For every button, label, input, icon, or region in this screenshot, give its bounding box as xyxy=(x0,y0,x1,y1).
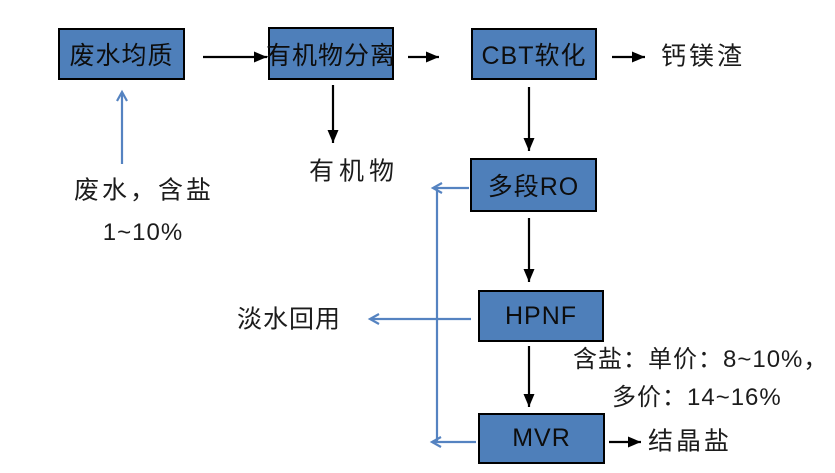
node-label: CBT软化 xyxy=(481,42,587,70)
node-label: 有机物分离 xyxy=(266,41,397,70)
node-multistage-ro: 多段RO xyxy=(470,158,597,212)
label-fresh-water-reuse: 淡水回用 xyxy=(236,305,342,334)
label-salt-note-line1: 含盐：单价：8~10%， xyxy=(573,345,829,373)
node-label: MVR xyxy=(512,424,571,452)
node-label: HPNF xyxy=(504,301,578,330)
label-feed-water: 废水，含盐 xyxy=(73,176,215,205)
node-hpnf: HPNF xyxy=(478,290,604,342)
node-mvr: MVR xyxy=(478,413,605,464)
node-label: 多段RO xyxy=(487,173,580,201)
node-cbt-softening: CBT软化 xyxy=(471,28,597,80)
node-label: 废水均质 xyxy=(69,42,174,70)
label-crystal-salt: 结晶盐 xyxy=(647,427,733,456)
label-organics-output: 有机物 xyxy=(308,157,400,186)
label-salt-note-line2: 多价：14~16% xyxy=(612,383,782,411)
node-wastewater-homogenization: 废水均质 xyxy=(58,28,185,80)
label-feed-salinity: 1~10% xyxy=(102,218,184,246)
node-organics-separation: 有机物分离 xyxy=(266,27,397,80)
label-ca-mg-residue: 钙镁渣 xyxy=(660,42,746,71)
